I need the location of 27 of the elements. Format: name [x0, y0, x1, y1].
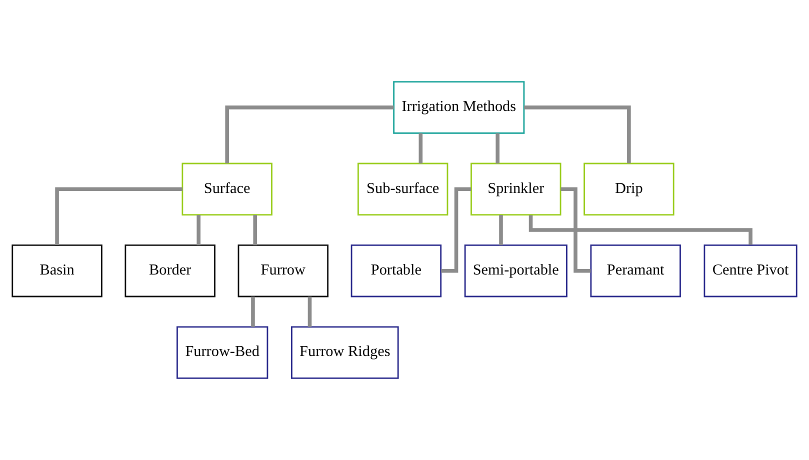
node-box: Sprinkler	[470, 162, 562, 216]
node-box: Drip	[584, 162, 674, 216]
node-box: Peramant	[590, 244, 681, 298]
connector	[524, 106, 631, 164]
node-box: Irrigation Methods	[393, 81, 525, 134]
node-box: Furrow	[238, 244, 328, 298]
node-box: Semi-portable	[464, 244, 568, 298]
connector	[499, 215, 503, 246]
connector	[441, 187, 471, 273]
connector	[560, 187, 591, 273]
node-box: Centre Pivot	[704, 244, 798, 298]
node-box: Sub-surface	[357, 162, 448, 216]
connector	[308, 296, 312, 327]
connector	[418, 133, 423, 164]
connector	[196, 215, 200, 246]
node-box: Portable	[350, 244, 442, 298]
node-box: Furrow-Bed	[176, 326, 268, 379]
connector	[251, 296, 255, 327]
node-box: Border	[124, 244, 216, 298]
connector	[253, 215, 258, 246]
connector	[528, 215, 752, 245]
node-box: Basin	[12, 244, 102, 298]
connector	[225, 106, 394, 164]
node-box: Surface	[182, 162, 272, 216]
node-box: Furrow Ridges	[290, 326, 399, 379]
connector	[496, 133, 500, 164]
connector	[55, 187, 182, 245]
